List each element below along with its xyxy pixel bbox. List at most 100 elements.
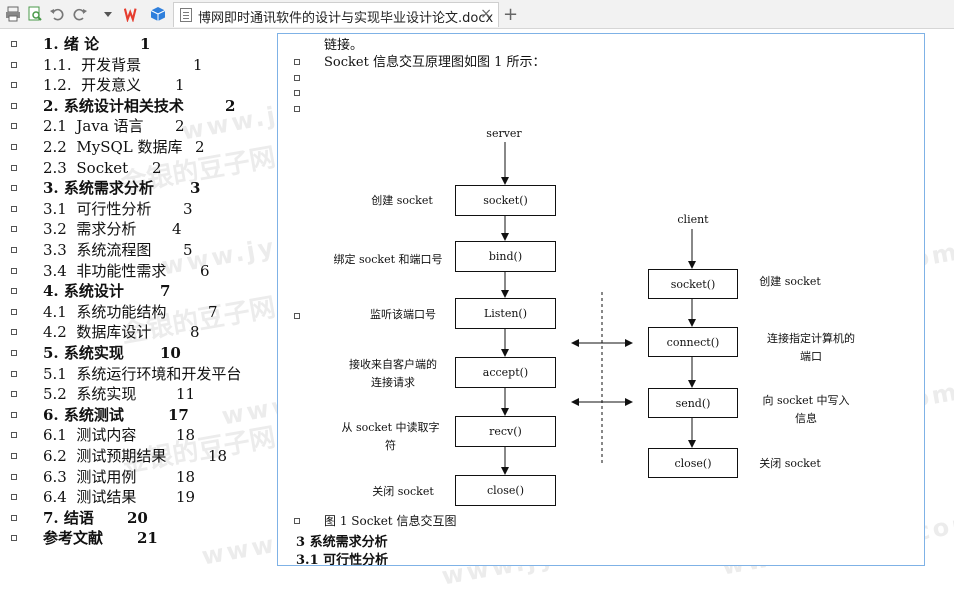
toc-entry-title: 6.2 测试预期结果 bbox=[43, 447, 167, 465]
doc-text-line: Socket 信息交互原理图如图 1 所示： bbox=[324, 55, 546, 70]
toc-entry-title: 6.1 测试内容 bbox=[43, 426, 137, 445]
toc-entry-title: 2. 系统设计相关技术 bbox=[43, 96, 184, 115]
client-close-box: close() bbox=[648, 448, 738, 478]
new-tab-icon[interactable]: + bbox=[503, 4, 519, 25]
toc-entry-title: 参考文献 bbox=[43, 529, 104, 548]
toc-entry-title: 1.1. 开发背景 bbox=[43, 55, 142, 74]
toc-entry-page: 18 bbox=[176, 426, 196, 445]
toc-entry-page: 11 bbox=[176, 385, 196, 404]
close-tab-icon[interactable]: × bbox=[480, 6, 492, 22]
toc-entry-page: 18 bbox=[208, 447, 228, 465]
toc-entry-page: 2 bbox=[175, 117, 185, 136]
toc-bullet bbox=[11, 41, 17, 47]
toc-entry-page: 6 bbox=[200, 261, 210, 280]
toc-bullet bbox=[11, 102, 17, 109]
note-client-create-socket: 创建 socket bbox=[759, 275, 821, 288]
server-recv-box: recv() bbox=[455, 416, 556, 447]
toc-entry-page: 3 bbox=[183, 199, 193, 218]
toc-bullet bbox=[11, 144, 17, 150]
client-label: client bbox=[677, 213, 709, 226]
toc-entry[interactable]: 2. 系统设计相关技术 2 bbox=[0, 96, 280, 116]
cube-app-icon[interactable] bbox=[150, 6, 166, 22]
toc-entry-page: 1 bbox=[193, 55, 203, 74]
note-read-chars: 从 socket 中读取字 符 bbox=[341, 421, 440, 452]
toc-entry-title: 6. 系统测试 bbox=[43, 405, 124, 424]
toc-entry-title: 2.2 MySQL 数据库 bbox=[43, 138, 183, 156]
paragraph-mark bbox=[294, 59, 300, 65]
server-listen-box: Listen() bbox=[455, 298, 556, 329]
note-listen-port: 监听该端口号 bbox=[370, 308, 436, 321]
toc-entry-page: 2 bbox=[152, 158, 162, 177]
note-client-connect: 连接指定计算机的 端口 bbox=[767, 332, 855, 363]
toc-entry-title: 3. 系统需求分析 bbox=[43, 179, 154, 198]
undo-icon[interactable] bbox=[49, 6, 65, 22]
redo-icon[interactable] bbox=[72, 6, 88, 22]
title-bar: 博网即时通讯软件的设计与实现毕业设计论文.docx × + bbox=[0, 0, 954, 29]
toc-bullet bbox=[11, 164, 17, 171]
toc-bullet bbox=[11, 61, 17, 68]
toc-bullet bbox=[11, 308, 17, 315]
toc-entry-page: 2 bbox=[225, 96, 236, 115]
document-page[interactable]: 链接。 Socket 信息交互原理图如图 1 所示： server client… bbox=[277, 33, 925, 566]
toc-entry-title: 5.1 系统运行环境和开发平台 bbox=[43, 364, 242, 383]
toc-bullet bbox=[11, 288, 17, 295]
dropdown-arrow-icon[interactable] bbox=[100, 6, 116, 22]
toc-bullet bbox=[11, 535, 17, 542]
toc-entry-title: 4.1 系统功能结构 bbox=[43, 302, 167, 321]
toc-entry-title: 3.3 系统流程图 bbox=[43, 241, 152, 259]
toc-entry-page: 8 bbox=[190, 323, 200, 342]
toc-bullet bbox=[11, 432, 17, 439]
section-heading-3: 3 系统需求分析 bbox=[296, 535, 388, 550]
toc-bullet bbox=[11, 267, 17, 274]
print-icon[interactable] bbox=[5, 6, 21, 22]
toc-bullet bbox=[11, 391, 17, 398]
paragraph-mark bbox=[294, 90, 300, 96]
toc-entry-title: 3.2 需求分析 bbox=[43, 220, 137, 239]
toc-entry-title: 1.2. 开发意义 bbox=[43, 76, 142, 95]
toc-bullet bbox=[11, 185, 17, 192]
toc-entry[interactable]: 6.2 测试预期结果 18 bbox=[0, 446, 280, 466]
wps-logo-icon[interactable] bbox=[124, 6, 140, 22]
toc-entry[interactable]: 6.1 测试内容 18 bbox=[0, 425, 280, 445]
paragraph-mark bbox=[294, 518, 300, 524]
toc-entry[interactable]: 5.1 系统运行环境和开发平台 bbox=[0, 364, 280, 384]
toc-bullet bbox=[11, 350, 17, 356]
server-bind-box: bind() bbox=[455, 241, 556, 272]
toc-bullet bbox=[11, 82, 17, 89]
toc-bullet bbox=[11, 205, 17, 212]
toc-bullet bbox=[11, 226, 17, 233]
toc-entry[interactable]: 1.1. 开发背景 1 bbox=[0, 55, 280, 75]
document-icon bbox=[180, 8, 192, 22]
server-label: server bbox=[486, 127, 522, 140]
note-accept-request: 接收来自客户端的 连接请求 bbox=[349, 358, 437, 389]
toc-entry[interactable]: 3.2 需求分析 4 bbox=[0, 219, 280, 239]
toc-bullet bbox=[11, 123, 17, 130]
toc-entry-page: 19 bbox=[176, 488, 196, 507]
toc-entry-page: 4 bbox=[172, 220, 182, 239]
document-tab[interactable]: 博网即时通讯软件的设计与实现毕业设计论文.docx × bbox=[173, 2, 499, 27]
doc-text-line: 链接。 bbox=[324, 38, 364, 53]
toc-bullet bbox=[11, 370, 17, 377]
paragraph-mark bbox=[294, 313, 300, 319]
print-preview-icon[interactable] bbox=[27, 6, 43, 22]
server-socket-box: socket() bbox=[455, 185, 556, 216]
